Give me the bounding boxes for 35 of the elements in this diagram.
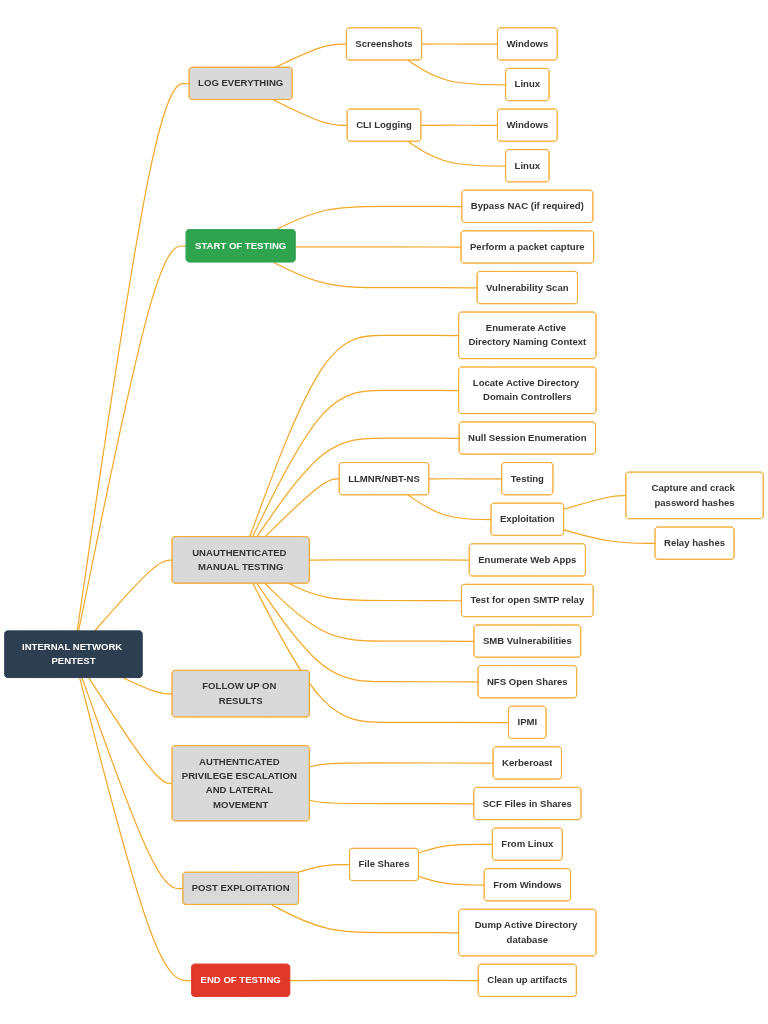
connector (256, 437, 461, 538)
connector (421, 43, 499, 45)
connector (309, 559, 471, 561)
connector (563, 529, 656, 544)
connector (252, 582, 510, 724)
connector (309, 762, 495, 768)
connector (428, 478, 503, 480)
connector (81, 677, 184, 890)
connector (264, 478, 341, 538)
connector (272, 261, 478, 289)
connector (296, 864, 351, 874)
connector (256, 582, 479, 683)
connector (418, 843, 494, 854)
connector (93, 559, 173, 632)
connector (289, 979, 480, 982)
connector (418, 875, 486, 886)
connector (309, 799, 475, 805)
connector (79, 677, 193, 982)
connector (76, 82, 191, 632)
connector (563, 494, 627, 510)
connector (251, 389, 460, 538)
connector (264, 582, 475, 642)
connector (249, 334, 460, 538)
connector (270, 904, 460, 934)
connector (272, 99, 349, 126)
connector (88, 677, 173, 785)
connector (122, 677, 173, 695)
connector (407, 59, 507, 86)
connector (77, 245, 188, 632)
connector (407, 140, 507, 167)
connector (274, 43, 348, 68)
connector (407, 494, 492, 521)
connector (294, 246, 462, 248)
connector (288, 582, 463, 602)
connector (420, 124, 499, 126)
